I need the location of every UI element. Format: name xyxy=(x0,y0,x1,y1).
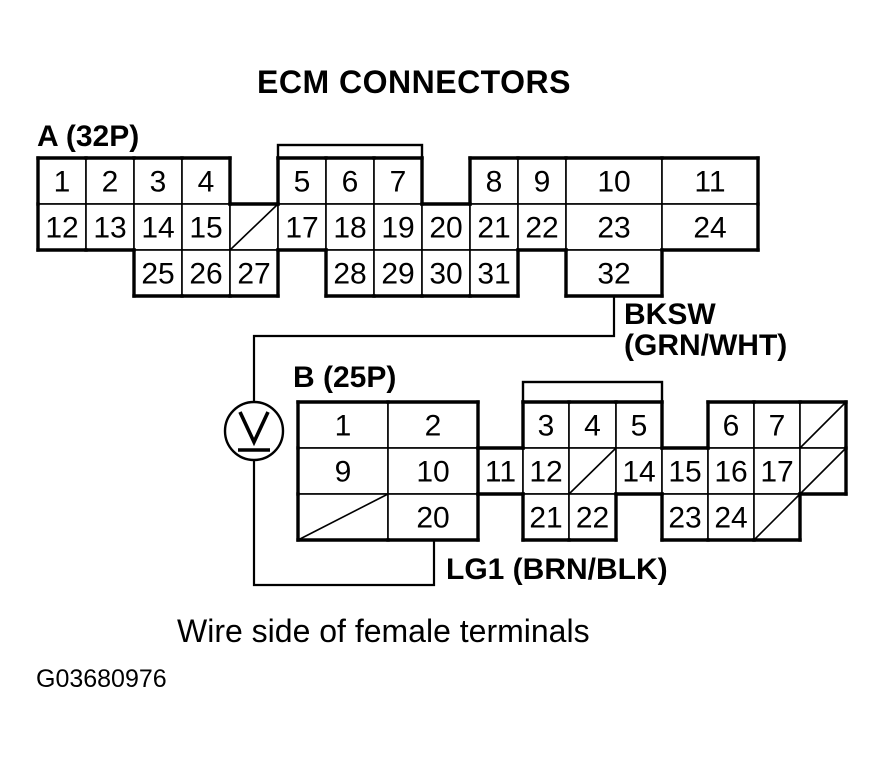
wire-bksw-line xyxy=(252,296,616,402)
connector-a-pin-21-number: 21 xyxy=(477,212,510,245)
connector-a-pin-8-number: 8 xyxy=(486,166,503,199)
diagram-caption: Wire side of female terminals xyxy=(177,613,590,649)
connector-a-pin-13-number: 13 xyxy=(93,212,126,245)
connector-a-tab xyxy=(276,143,424,160)
connector-b-pin-9-cell xyxy=(297,447,389,495)
connector-a-pin-30-number: 30 xyxy=(429,258,462,291)
connector-b-pin-24-cell xyxy=(707,493,755,541)
connector-b-pin-10-cell xyxy=(387,447,479,495)
connector-b-pin-1-number: 1 xyxy=(335,410,352,443)
connector-a-pin-6-number: 6 xyxy=(342,166,359,199)
connector-b-pin-7-cell xyxy=(753,401,801,449)
connector-a-pin-32-number: 32 xyxy=(597,258,630,291)
connector-a-pin-25-number: 25 xyxy=(141,258,174,291)
connector-b-blank-diagonal xyxy=(568,447,617,495)
connector-a-pin-27-cell xyxy=(229,249,279,297)
connector-b-blank-diagonal xyxy=(799,401,847,449)
connector-a-pin-28-number: 28 xyxy=(333,258,366,291)
wire-bksw-color: (GRN/WHT) xyxy=(624,329,788,363)
connector-a-pin-27-number: 27 xyxy=(237,258,270,291)
connector-a-pin-17-number: 17 xyxy=(285,212,318,245)
connector-b-tab xyxy=(521,380,664,404)
connector-a-pin-7-number: 7 xyxy=(390,166,407,199)
connector-b-pin-20-number: 20 xyxy=(416,502,449,535)
connector-a-pin-1-number: 1 xyxy=(54,166,71,199)
wire-bksw-name: BKSW xyxy=(624,298,716,331)
connector-a-pin-3-number: 3 xyxy=(150,166,167,199)
connector-a-pin-31-number: 31 xyxy=(477,258,510,291)
connector-b-pin-22-number: 22 xyxy=(576,502,609,535)
connector-a-pin-24-number: 24 xyxy=(693,212,726,245)
connector-a-pin-23-number: 23 xyxy=(597,212,630,245)
connector-a-pin-5-number: 5 xyxy=(294,166,311,199)
connector-b-pin-4-number: 4 xyxy=(584,410,601,443)
connector-a-blank-diagonal xyxy=(229,203,279,251)
connector-b-pin-14-cell xyxy=(615,447,663,495)
connector-b-pin-20-cell xyxy=(387,493,479,541)
connector-b-pin-24-number: 24 xyxy=(714,502,747,535)
connector-b-pin-21-number: 21 xyxy=(529,502,562,535)
connector-b-pin-5-cell xyxy=(615,401,663,449)
connector-b-blank-diagonal xyxy=(799,447,847,495)
connector-a-pin-20-cell xyxy=(421,203,471,251)
connector-a-pin-11-number: 11 xyxy=(694,166,725,199)
connector-a-pin-29-cell xyxy=(373,249,423,297)
connector-a-pin-26-number: 26 xyxy=(189,258,222,291)
connector-a-pin-19-number: 19 xyxy=(381,212,414,245)
connector-a-label: A (32P) xyxy=(37,120,140,153)
connector-b-label: B (25P) xyxy=(293,361,397,394)
voltmeter-icon xyxy=(238,411,270,447)
connector-a-pin-17-cell xyxy=(277,203,327,251)
connector-a-pin-22-cell xyxy=(517,203,567,251)
connector-b-pin-23-cell xyxy=(661,493,709,541)
connector-b-pin-7-number: 7 xyxy=(769,410,786,443)
connector-b-pin-17-number: 17 xyxy=(760,456,793,489)
connector-b-pin-3-cell xyxy=(522,401,570,449)
wire-bksw-label: BKSW (GRN/WHT) xyxy=(624,298,788,363)
connector-b-pin-12-cell xyxy=(522,447,570,495)
connector-b-pin-15-number: 15 xyxy=(668,456,701,489)
wire-lg1-line xyxy=(252,460,436,587)
connector-a-pin-20-number: 20 xyxy=(429,212,462,245)
connector-b-pin-10-number: 10 xyxy=(416,456,449,489)
figure-id: G03680976 xyxy=(36,665,167,693)
connector-a-pin-23-cell xyxy=(565,203,663,251)
connector-b-pin-23-number: 23 xyxy=(668,502,701,535)
connector-b-pin-9-number: 9 xyxy=(335,456,352,489)
connector-a-pin-22-number: 22 xyxy=(525,212,558,245)
connector-b-pin-16-number: 16 xyxy=(714,456,747,489)
connector-a-pin-14-number: 14 xyxy=(141,212,174,245)
page-title: ECM CONNECTORS xyxy=(257,64,571,100)
connector-a-pin-29-number: 29 xyxy=(381,258,414,291)
wire-lg1-label: LG1 (BRN/BLK) xyxy=(446,553,668,586)
connector-b-pin-6-number: 6 xyxy=(723,410,740,443)
connector-b-pin-16-cell xyxy=(707,447,755,495)
connector-a-pin-6-cell xyxy=(325,157,375,205)
connector-a-pin-4-number: 4 xyxy=(198,166,215,199)
connector-a-pin-9-number: 9 xyxy=(534,166,551,199)
connector-a-pin-2-number: 2 xyxy=(102,166,119,199)
connector-a-pin-31-cell xyxy=(469,249,519,297)
connector-a-pin-12-cell xyxy=(37,203,87,251)
connector-b-pin-22-cell xyxy=(568,493,617,541)
connector-a-pin-18-number: 18 xyxy=(333,212,366,245)
connector-a-pin-15-number: 15 xyxy=(189,212,222,245)
connector-a-pin-21-cell xyxy=(469,203,519,251)
connector-b-pin-2-number: 2 xyxy=(425,410,442,443)
connector-a-pin-10-number: 10 xyxy=(597,166,630,199)
connector-b-blank-diagonal xyxy=(753,493,801,541)
connector-b-pin-14-number: 14 xyxy=(622,456,655,489)
connector-a-pin-10-cell xyxy=(565,157,663,205)
connector-b-blank-diagonal xyxy=(297,493,389,541)
connector-a-pin-14-cell xyxy=(133,203,183,251)
connector-b-pin-15-cell xyxy=(661,447,709,495)
connector-a-pin-19-cell xyxy=(373,203,423,251)
connector-b-pin-5-number: 5 xyxy=(631,410,648,443)
voltmeter-circle xyxy=(223,400,285,462)
connector-b-pin-11-number: 11 xyxy=(485,456,516,489)
connector-b-pin-12-number: 12 xyxy=(529,456,562,489)
connector-b-pin-3-number: 3 xyxy=(538,410,555,443)
connector-a-pin-12-number: 12 xyxy=(45,212,78,245)
